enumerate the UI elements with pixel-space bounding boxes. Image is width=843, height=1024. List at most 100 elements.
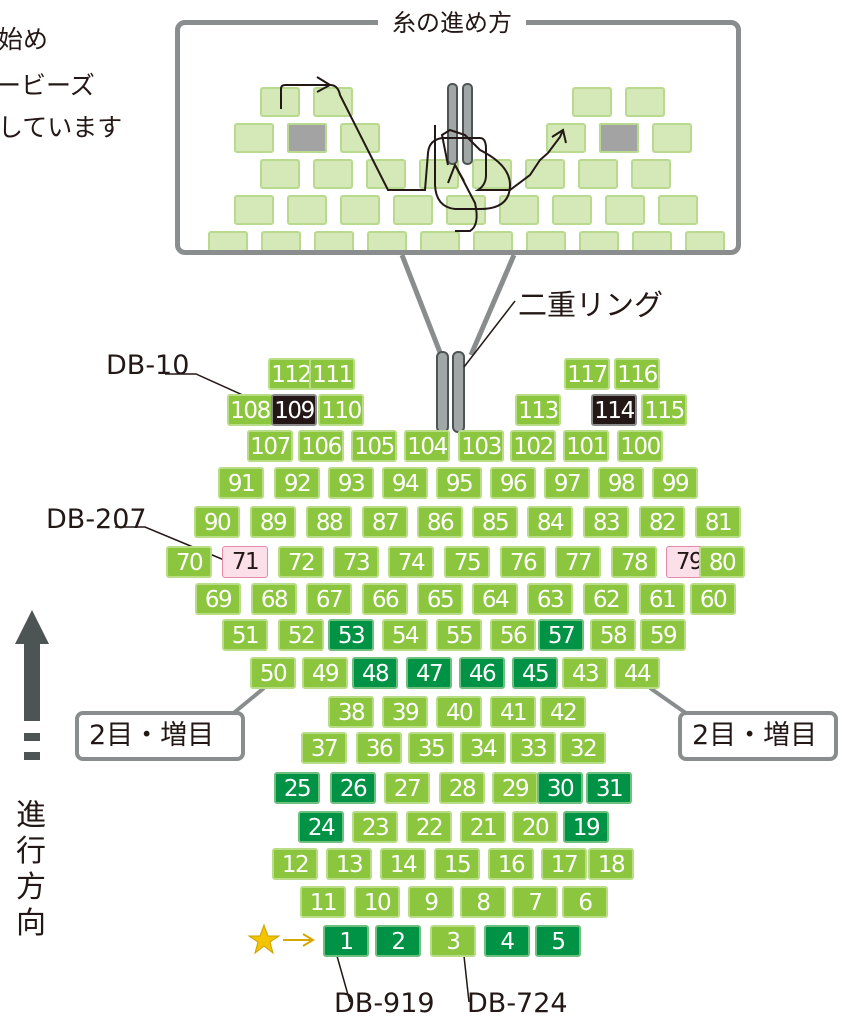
bead-115: 115 [641, 394, 687, 426]
bead-116: 116 [614, 358, 660, 390]
bead-17: 17 [541, 848, 587, 880]
bead-77: 77 [555, 546, 601, 578]
bead-93: 93 [328, 467, 374, 499]
double-ring-right [452, 351, 465, 433]
bead-100: 100 [617, 430, 663, 462]
bead-15: 15 [434, 848, 480, 880]
bead-114: 114 [591, 394, 637, 426]
bead-74: 74 [388, 546, 434, 578]
inset-title: 糸の進め方 [378, 8, 526, 38]
bead-11: 11 [300, 886, 346, 918]
bead-76: 76 [500, 546, 546, 578]
bead-87: 87 [362, 506, 408, 538]
bead-8: 8 [460, 886, 506, 918]
bead-98: 98 [598, 467, 644, 499]
bead-24: 24 [298, 811, 344, 843]
bead-105: 105 [351, 430, 397, 462]
bead-45: 45 [512, 657, 558, 689]
bead-81: 81 [695, 506, 741, 538]
bead-113: 113 [515, 394, 561, 426]
bead-36: 36 [356, 732, 402, 764]
bead-54: 54 [382, 619, 428, 651]
bead-61: 61 [639, 583, 685, 615]
bead-70: 70 [166, 546, 212, 578]
bead-96: 96 [490, 467, 536, 499]
bead-85: 85 [472, 506, 518, 538]
bead-28: 28 [439, 772, 485, 804]
double-ring-left [436, 351, 449, 433]
bead-97: 97 [544, 467, 590, 499]
bead-92: 92 [274, 467, 320, 499]
bead-111: 111 [309, 358, 355, 390]
bead-60: 60 [690, 583, 736, 615]
bead-78: 78 [611, 546, 657, 578]
thread-path-lines [280, 76, 567, 232]
db919-label: DB-919 [334, 988, 435, 1019]
bead-72: 72 [278, 546, 324, 578]
bead-43: 43 [562, 657, 608, 689]
bead-2: 2 [375, 925, 421, 957]
direction-char-1: 進 [16, 798, 46, 833]
bead-42: 42 [540, 696, 586, 728]
direction-char-4: 向 [16, 906, 46, 941]
bead-16: 16 [488, 848, 534, 880]
bead-107: 107 [247, 430, 293, 462]
bead-58: 58 [590, 619, 636, 651]
bead-66: 66 [362, 583, 408, 615]
bead-25: 25 [274, 772, 320, 804]
bead-31: 31 [586, 772, 632, 804]
bead-106: 106 [298, 430, 344, 462]
bead-57: 57 [538, 619, 584, 651]
star-icon [247, 923, 281, 955]
bead-117: 117 [564, 358, 610, 390]
bead-34: 34 [460, 732, 506, 764]
direction-arrow-head [15, 610, 49, 644]
bead-99: 99 [652, 467, 698, 499]
bead-46: 46 [459, 657, 505, 689]
bead-82: 82 [639, 506, 685, 538]
direction-arrow-shaft [24, 643, 40, 721]
bead-86: 86 [417, 506, 463, 538]
bead-5: 5 [535, 925, 581, 957]
bead-48: 48 [352, 657, 398, 689]
bead-4: 4 [484, 925, 530, 957]
bead-112: 112 [268, 358, 314, 390]
bead-59: 59 [640, 619, 686, 651]
intro-text-line-3: しています [0, 113, 123, 142]
bead-29: 29 [492, 772, 538, 804]
bead-64: 64 [472, 583, 518, 615]
bead-19: 19 [563, 811, 609, 843]
bead-41: 41 [490, 696, 536, 728]
bead-68: 68 [251, 583, 297, 615]
bead-101: 101 [563, 430, 609, 462]
bead-39: 39 [382, 696, 428, 728]
intro-text-line-1: 始め [0, 25, 49, 54]
bead-14: 14 [380, 848, 426, 880]
bead-63: 63 [527, 583, 573, 615]
bead-10: 10 [354, 886, 400, 918]
bead-84: 84 [527, 506, 573, 538]
bead-51: 51 [222, 619, 268, 651]
bead-50: 50 [250, 657, 296, 689]
bead-71: 71 [222, 546, 268, 578]
bead-80: 80 [699, 546, 745, 578]
bead-49: 49 [302, 657, 348, 689]
bead-95: 95 [436, 467, 482, 499]
double-ring-label: 二重リング [518, 288, 664, 322]
direction-char-2: 行 [16, 834, 46, 869]
db207-label: DB-207 [46, 504, 147, 535]
bead-20: 20 [512, 811, 558, 843]
bead-9: 9 [408, 886, 454, 918]
bead-109: 109 [271, 394, 317, 426]
bead-13: 13 [326, 848, 372, 880]
bead-37: 37 [301, 732, 347, 764]
bead-75: 75 [444, 546, 490, 578]
bead-52: 52 [278, 619, 324, 651]
bead-102: 102 [510, 430, 556, 462]
bead-3: 3 [430, 925, 476, 957]
bead-53: 53 [328, 619, 374, 651]
bead-18: 18 [588, 848, 634, 880]
bead-110: 110 [318, 394, 364, 426]
thread-path-inset [175, 20, 741, 255]
